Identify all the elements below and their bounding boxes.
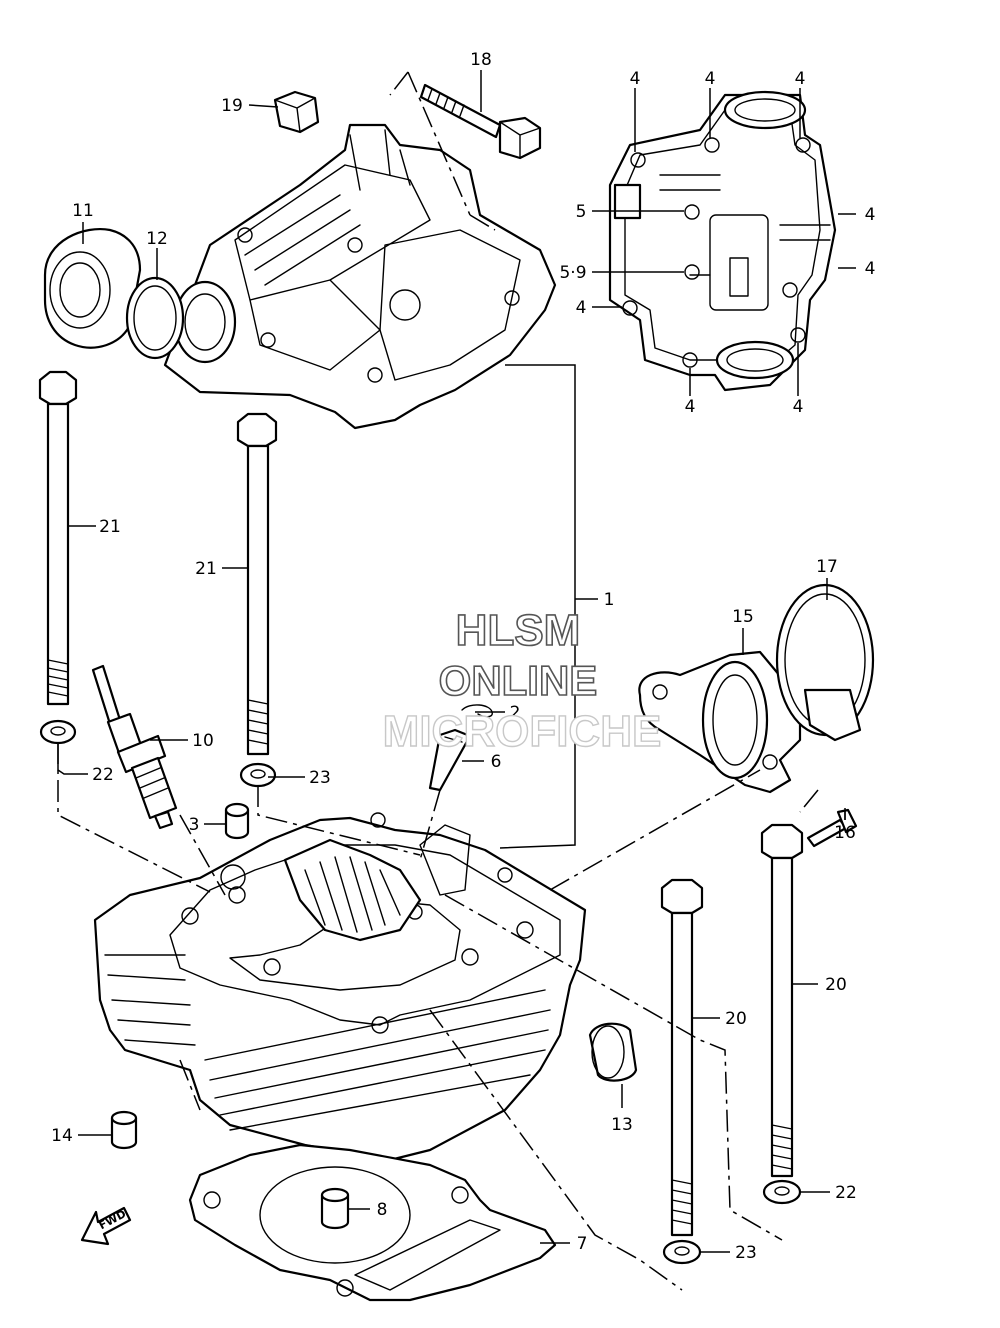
part-23-washer-middle bbox=[239, 762, 277, 788]
watermark: HLSM ONLINE MICROFICHE bbox=[382, 605, 662, 757]
callout-12: 12 bbox=[146, 229, 168, 249]
callout-4-d: 4 bbox=[576, 298, 587, 318]
part-20-bolt-right bbox=[760, 823, 804, 1178]
callout-13: 13 bbox=[611, 1115, 633, 1135]
callout-4-c: 4 bbox=[795, 69, 806, 89]
callout-4-h: 4 bbox=[793, 397, 804, 417]
watermark-line-3: MICROFICHE bbox=[383, 707, 662, 756]
part-21-bolt-middle bbox=[236, 412, 278, 756]
part-11-cap bbox=[43, 228, 142, 349]
part-3-dowel-pin bbox=[224, 802, 250, 840]
part-12-o-ring bbox=[125, 276, 185, 360]
part-15-intake-pipe bbox=[638, 650, 802, 794]
callout-3: 3 bbox=[189, 815, 200, 835]
callout-18: 18 bbox=[470, 50, 492, 70]
callout-10: 10 bbox=[192, 731, 214, 751]
callout-labels: 18 19 11 12 4 4 4 5 5·9 4 4 4 4 4 21 21 … bbox=[51, 50, 875, 1263]
part-20-bolt-center bbox=[660, 878, 704, 1237]
part-16-screw bbox=[806, 808, 858, 848]
part-22-washer-right bbox=[762, 1179, 802, 1205]
callout-5-9: 5·9 bbox=[559, 263, 586, 283]
callout-6: 6 bbox=[491, 752, 502, 772]
part-7-cylinder-head-gasket bbox=[188, 1143, 557, 1302]
callout-4-f: 4 bbox=[865, 259, 876, 279]
callout-11: 11 bbox=[72, 201, 94, 221]
callout-16: 16 bbox=[834, 823, 856, 843]
callout-14: 14 bbox=[51, 1126, 73, 1146]
part-14-dowel bbox=[110, 1110, 138, 1150]
watermark-line-2: ONLINE bbox=[439, 657, 598, 704]
part-1-cylinder-head bbox=[93, 812, 587, 1162]
callout-17: 17 bbox=[816, 557, 838, 577]
callout-23-b: 23 bbox=[735, 1243, 757, 1263]
callout-2: 2 bbox=[510, 703, 521, 723]
part-21-bolt-left bbox=[38, 370, 78, 706]
watermark-line-1: HLSM bbox=[456, 606, 581, 655]
callout-22-a: 22 bbox=[92, 765, 114, 785]
callout-21-a: 21 bbox=[99, 517, 121, 537]
part-23-washer-center bbox=[662, 1239, 702, 1265]
callout-5: 5 bbox=[576, 202, 587, 222]
part-6-valve-guide bbox=[428, 728, 472, 792]
callout-7: 7 bbox=[577, 1234, 588, 1254]
callout-4-b: 4 bbox=[705, 69, 716, 89]
callout-1: 1 bbox=[604, 590, 615, 610]
callout-22-b: 22 bbox=[835, 1183, 857, 1203]
callout-20-b: 20 bbox=[725, 1009, 747, 1029]
callout-19: 19 bbox=[221, 96, 243, 116]
callout-4-g: 4 bbox=[685, 397, 696, 417]
part-13-plug bbox=[588, 1022, 638, 1082]
callout-15: 15 bbox=[732, 607, 754, 627]
callout-4-e: 4 bbox=[865, 205, 876, 225]
assembly-guide-lines bbox=[57, 71, 819, 1291]
callout-23-a: 23 bbox=[309, 768, 331, 788]
part-18-bolt bbox=[419, 83, 542, 160]
callout-4-a: 4 bbox=[630, 69, 641, 89]
part-10-spark-plug bbox=[91, 664, 178, 830]
callout-leaders bbox=[57, 70, 856, 1253]
part-22-washer-left bbox=[39, 719, 77, 745]
fwd-arrow-icon: FWD bbox=[80, 1206, 132, 1246]
cylinder-head-cover bbox=[163, 123, 557, 430]
callout-21-b: 21 bbox=[195, 559, 217, 579]
callout-8: 8 bbox=[377, 1200, 388, 1220]
callout-20-a: 20 bbox=[825, 975, 847, 995]
part-17-hose-clamp bbox=[775, 583, 875, 742]
valve-cover-gasket-4 bbox=[608, 90, 837, 392]
part-8-dowel bbox=[320, 1187, 350, 1230]
part-19-cap-nut bbox=[273, 90, 320, 134]
